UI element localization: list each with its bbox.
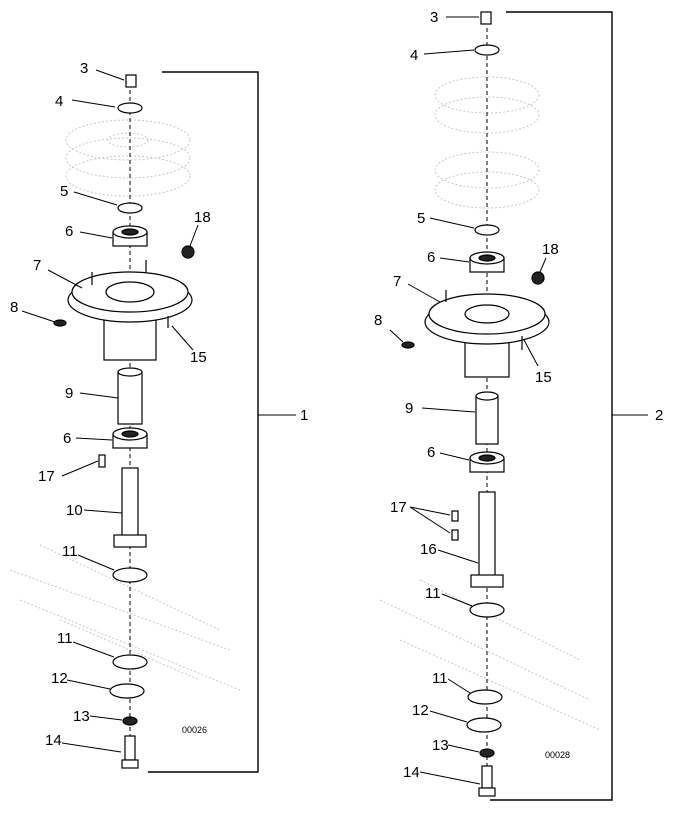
callout-label: 17 — [390, 499, 407, 516]
bearing-part — [469, 251, 505, 273]
bolt-part-lower — [478, 765, 496, 797]
spindle-shaft-part — [113, 467, 147, 548]
callout-label: 6 — [65, 223, 73, 240]
callout-label: 3 — [430, 9, 438, 26]
grease-fitting-part — [53, 319, 67, 327]
bolt-part — [480, 11, 492, 25]
spacer-tube-part — [475, 391, 499, 445]
spacer-part — [117, 202, 143, 214]
assembly-label: 1 — [300, 407, 308, 424]
callout-label: 6 — [427, 249, 435, 266]
leader-lines — [21, 69, 199, 753]
spacer-tube-part — [117, 367, 143, 425]
washer-part — [474, 44, 500, 56]
spacer-part — [474, 224, 500, 236]
drawing-code: 00026 — [182, 725, 207, 735]
callout-label: 15 — [190, 349, 207, 366]
callout-label: 5 — [417, 210, 425, 227]
bearing-part-lower — [112, 427, 148, 449]
callout-label: 18 — [542, 241, 559, 258]
callout-label: 5 — [60, 183, 68, 200]
callout-label: 4 — [55, 93, 63, 110]
callout-label: 16 — [420, 541, 437, 558]
lock-nut-part — [479, 748, 495, 758]
callout-label: 11 — [62, 543, 78, 560]
nut-part — [531, 271, 545, 285]
assembly-2: 3 4 5 6 18 7 8 15 9 6 17 16 11 11 12 13 … — [374, 9, 663, 801]
callout-label: 17 — [38, 468, 55, 485]
nut-part — [181, 245, 195, 259]
callout-label: 11 — [57, 630, 73, 647]
ghost-deck — [9, 544, 241, 691]
ghost-pulley — [65, 119, 191, 197]
callout-label: 3 — [80, 60, 88, 77]
key-part — [98, 454, 106, 468]
callout-labels: 3 4 5 6 18 7 8 15 9 6 17 10 11 11 12 13 … — [10, 60, 211, 749]
callout-label: 13 — [432, 737, 449, 754]
callout-label: 11 — [425, 585, 441, 602]
callout-label: 12 — [412, 702, 429, 719]
assembly-bracket — [490, 11, 613, 801]
assembly-bracket — [148, 71, 259, 773]
washer-part-11a — [469, 602, 505, 618]
lock-nut-part — [122, 716, 138, 726]
assembly-1: 3 4 5 6 18 7 8 15 9 6 17 10 11 11 12 13 … — [9, 60, 308, 773]
spindle-shaft-part — [470, 491, 504, 588]
washer-part-11a — [112, 567, 148, 583]
grease-fitting-part — [401, 341, 415, 349]
bearing-part — [112, 225, 148, 247]
callout-label: 12 — [51, 670, 68, 687]
callout-label: 18 — [194, 209, 211, 226]
leader-lines — [389, 16, 547, 785]
ghost-pulley — [434, 76, 540, 209]
callout-label: 8 — [374, 312, 382, 329]
washer-part — [117, 102, 143, 114]
washer-part-11b — [112, 654, 148, 670]
callout-label: 14 — [403, 764, 420, 781]
callout-label: 4 — [410, 47, 418, 64]
bolt-part-lower — [121, 735, 139, 769]
washer-part-11b — [467, 689, 503, 705]
callout-label: 10 — [66, 502, 83, 519]
bolt-part — [125, 74, 137, 88]
callout-label: 7 — [33, 257, 41, 274]
washer-part-12 — [109, 683, 145, 699]
callout-label: 9 — [405, 400, 413, 417]
ghost-deck — [379, 579, 601, 731]
callout-label: 14 — [45, 732, 62, 749]
callout-label: 15 — [535, 369, 552, 386]
callout-label: 8 — [10, 299, 18, 316]
callout-label: 6 — [427, 444, 435, 461]
bearing-part-lower — [469, 451, 505, 473]
callout-label: 13 — [73, 708, 90, 725]
spindle-housing-part — [424, 290, 550, 378]
key-part-b — [451, 529, 459, 541]
callout-label: 11 — [432, 670, 448, 687]
callout-label: 9 — [65, 385, 73, 402]
drawing-code: 00028 — [545, 750, 570, 760]
callout-labels: 3 4 5 6 18 7 8 15 9 6 17 16 11 11 12 13 … — [374, 9, 559, 781]
callout-label: 7 — [393, 273, 401, 290]
spindle-housing-part — [67, 260, 193, 361]
key-part-a — [451, 510, 459, 522]
assembly-label: 2 — [655, 407, 663, 424]
washer-part-12 — [466, 717, 502, 733]
callout-label: 6 — [63, 430, 71, 447]
